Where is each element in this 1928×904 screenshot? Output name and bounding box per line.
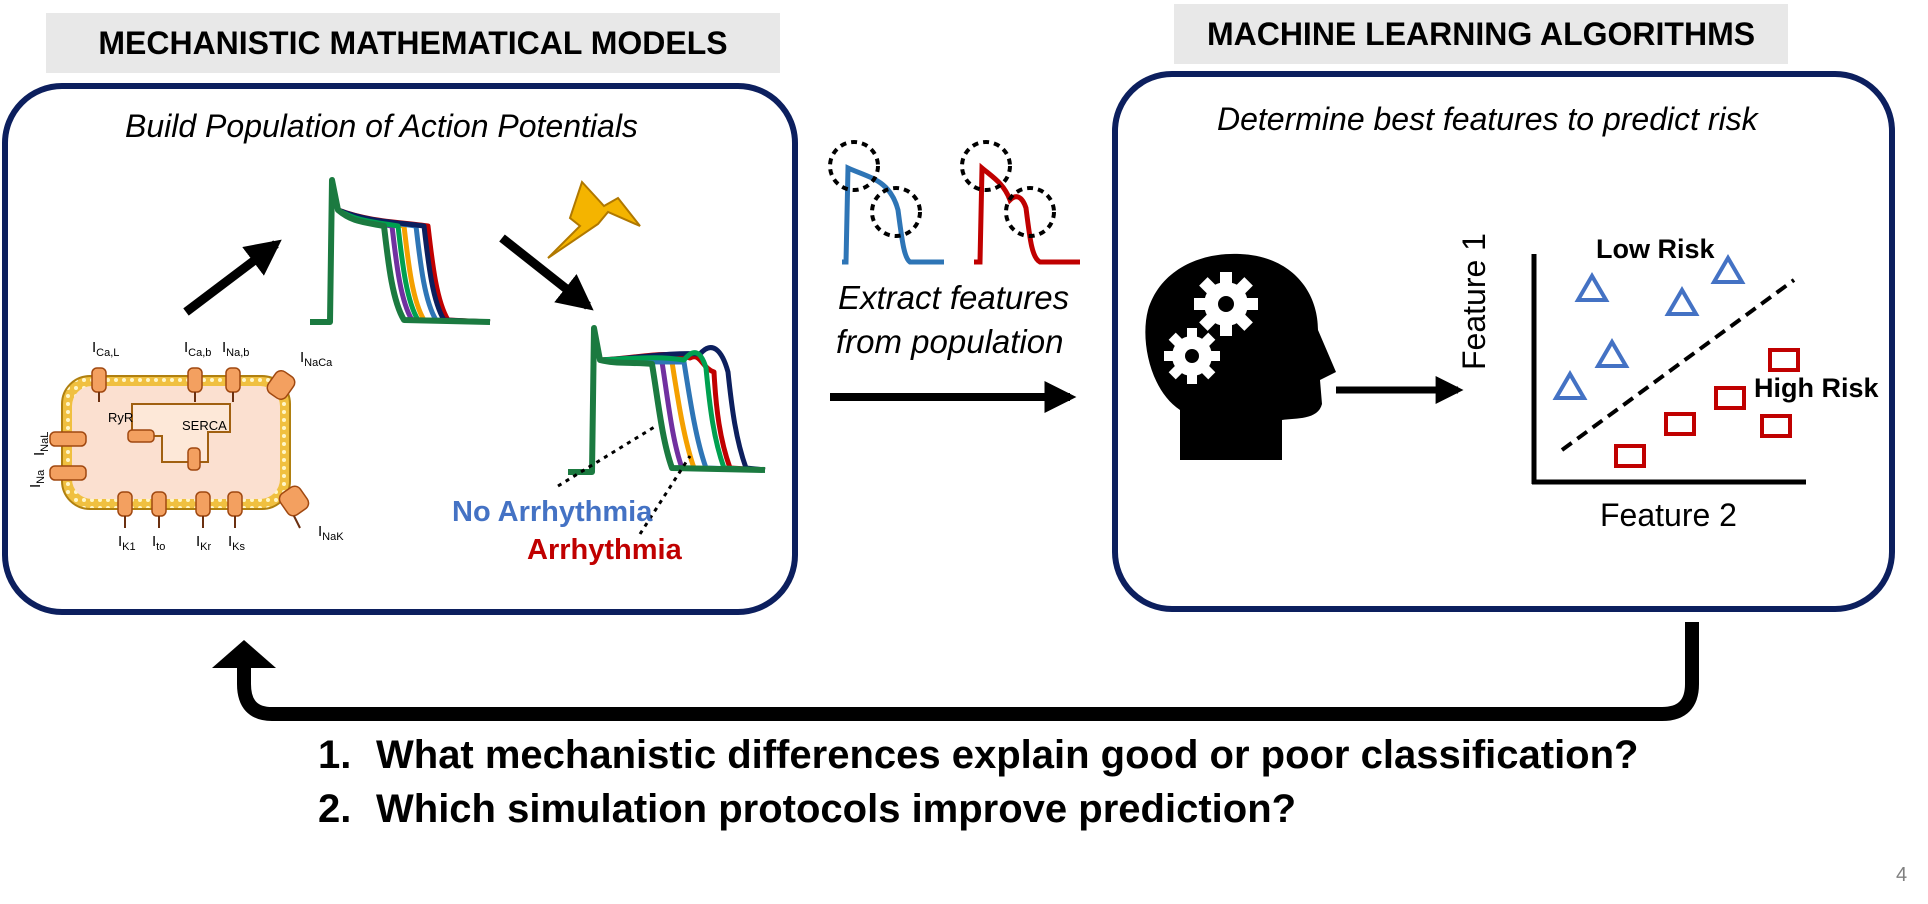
leader-no-arrhythmia bbox=[557, 424, 657, 488]
label-ina-b: INa,b bbox=[222, 339, 249, 359]
cardiac-cell-diagram: ICa,L ICa,b INa,b INaCa INaL INa IK1 Ito… bbox=[27, 339, 344, 553]
left-panel-subtitle: Build Population of Action Potentials bbox=[125, 108, 638, 144]
question-1-number: 1. bbox=[318, 733, 352, 777]
red-feature-trace bbox=[974, 162, 1080, 265]
label-ica-l: ICa,L bbox=[92, 339, 119, 359]
channel-inaca bbox=[266, 370, 296, 400]
low-risk-triangle bbox=[1664, 286, 1700, 316]
ml-algorithms-title: MACHINE LEARNING ALGORITHMS bbox=[1206, 15, 1756, 52]
high-risk-square bbox=[1614, 444, 1646, 468]
feature-circle-3 bbox=[960, 140, 1012, 192]
mechanistic-models-panel bbox=[2, 83, 798, 615]
feature-circle-2 bbox=[870, 186, 922, 238]
channel-ica-b bbox=[187, 367, 203, 393]
feedback-loop-arrow-head bbox=[212, 640, 276, 668]
channel-inal bbox=[49, 431, 87, 447]
action-potential-population bbox=[310, 177, 491, 325]
label-ica-b: ICa,b bbox=[184, 339, 211, 359]
channel-ina-b bbox=[225, 367, 241, 393]
channel-ryr bbox=[127, 429, 155, 443]
low-risk-triangle bbox=[1594, 338, 1630, 368]
extract-features-line-2: from population bbox=[836, 323, 1064, 360]
lightning-bolt-icon bbox=[547, 180, 641, 259]
blue-feature-trace bbox=[842, 164, 944, 265]
no-arrhythmia-label: No Arrhythmia bbox=[452, 496, 653, 528]
label-ina: INa bbox=[27, 469, 47, 488]
head-gears-icon bbox=[1145, 253, 1336, 460]
low-risk-label: Low Risk bbox=[1596, 234, 1715, 264]
feature-circle-4 bbox=[1004, 186, 1056, 238]
high-risk-square bbox=[1714, 386, 1746, 410]
mechanistic-models-banner: MECHANISTIC MATHEMATICAL MODELS bbox=[46, 13, 780, 73]
feature-1-label: Feature 1 bbox=[1456, 233, 1492, 370]
arrhythmia-label: Arrhythmia bbox=[527, 534, 682, 566]
label-inal: INaL bbox=[31, 432, 51, 456]
high-risk-square bbox=[1664, 412, 1696, 436]
low-risk-triangle bbox=[1574, 272, 1610, 302]
low-risk-triangle bbox=[1552, 370, 1588, 400]
channel-ica-l bbox=[91, 367, 107, 393]
channel-iks bbox=[227, 491, 243, 517]
mechanistic-models-title: MECHANISTIC MATHEMATICAL MODELS bbox=[98, 24, 728, 61]
label-ikr: IKr bbox=[196, 533, 212, 553]
label-ito: Ito bbox=[152, 533, 165, 553]
arrow-cell-to-population bbox=[183, 239, 282, 316]
feature-extraction-traces bbox=[842, 162, 1080, 265]
channel-ina bbox=[49, 465, 87, 481]
feature-circle-1 bbox=[828, 140, 880, 192]
arrhythmia-population bbox=[568, 325, 766, 475]
classification-plot bbox=[1531, 254, 1806, 485]
high-risk-square bbox=[1760, 414, 1792, 438]
feedback-loop-arrow bbox=[237, 622, 1699, 721]
ml-algorithms-banner: MACHINE LEARNING ALGORITHMS bbox=[1174, 4, 1788, 64]
label-ryr: RyR bbox=[108, 410, 133, 425]
label-ik1: IK1 bbox=[118, 533, 136, 553]
question-1: 1. What mechanistic differences explain g… bbox=[318, 733, 1638, 778]
label-iks: IKs bbox=[228, 533, 246, 553]
high-risk-label: High Risk bbox=[1754, 373, 1879, 403]
channel-ito bbox=[151, 491, 167, 517]
leader-arrhythmia bbox=[638, 455, 692, 535]
decision-boundary bbox=[1560, 278, 1796, 452]
channel-serca bbox=[187, 447, 201, 471]
question-2-number: 2. bbox=[318, 787, 352, 831]
low-risk-triangle bbox=[1710, 254, 1746, 284]
label-inak: INaK bbox=[318, 523, 344, 543]
channel-ik1 bbox=[117, 491, 133, 517]
high-risk-square bbox=[1768, 348, 1800, 372]
question-2: 2. Which simulation protocols improve pre… bbox=[318, 787, 1296, 832]
right-panel-subtitle: Determine best features to predict risk bbox=[1217, 101, 1758, 137]
channel-inak bbox=[278, 485, 310, 517]
label-inaca: INaCa bbox=[300, 349, 333, 369]
page-number: 4 bbox=[1896, 864, 1908, 886]
extract-features-line-1: Extract features bbox=[838, 279, 1070, 316]
feature-2-label: Feature 2 bbox=[1600, 497, 1737, 533]
label-serca: SERCA bbox=[182, 418, 227, 433]
arrow-to-arrhythmia-population bbox=[499, 234, 594, 311]
channel-ikr bbox=[195, 491, 211, 517]
question-2-text: Which simulation protocols improve predi… bbox=[376, 787, 1297, 831]
question-1-text: What mechanistic differences explain goo… bbox=[376, 733, 1639, 777]
